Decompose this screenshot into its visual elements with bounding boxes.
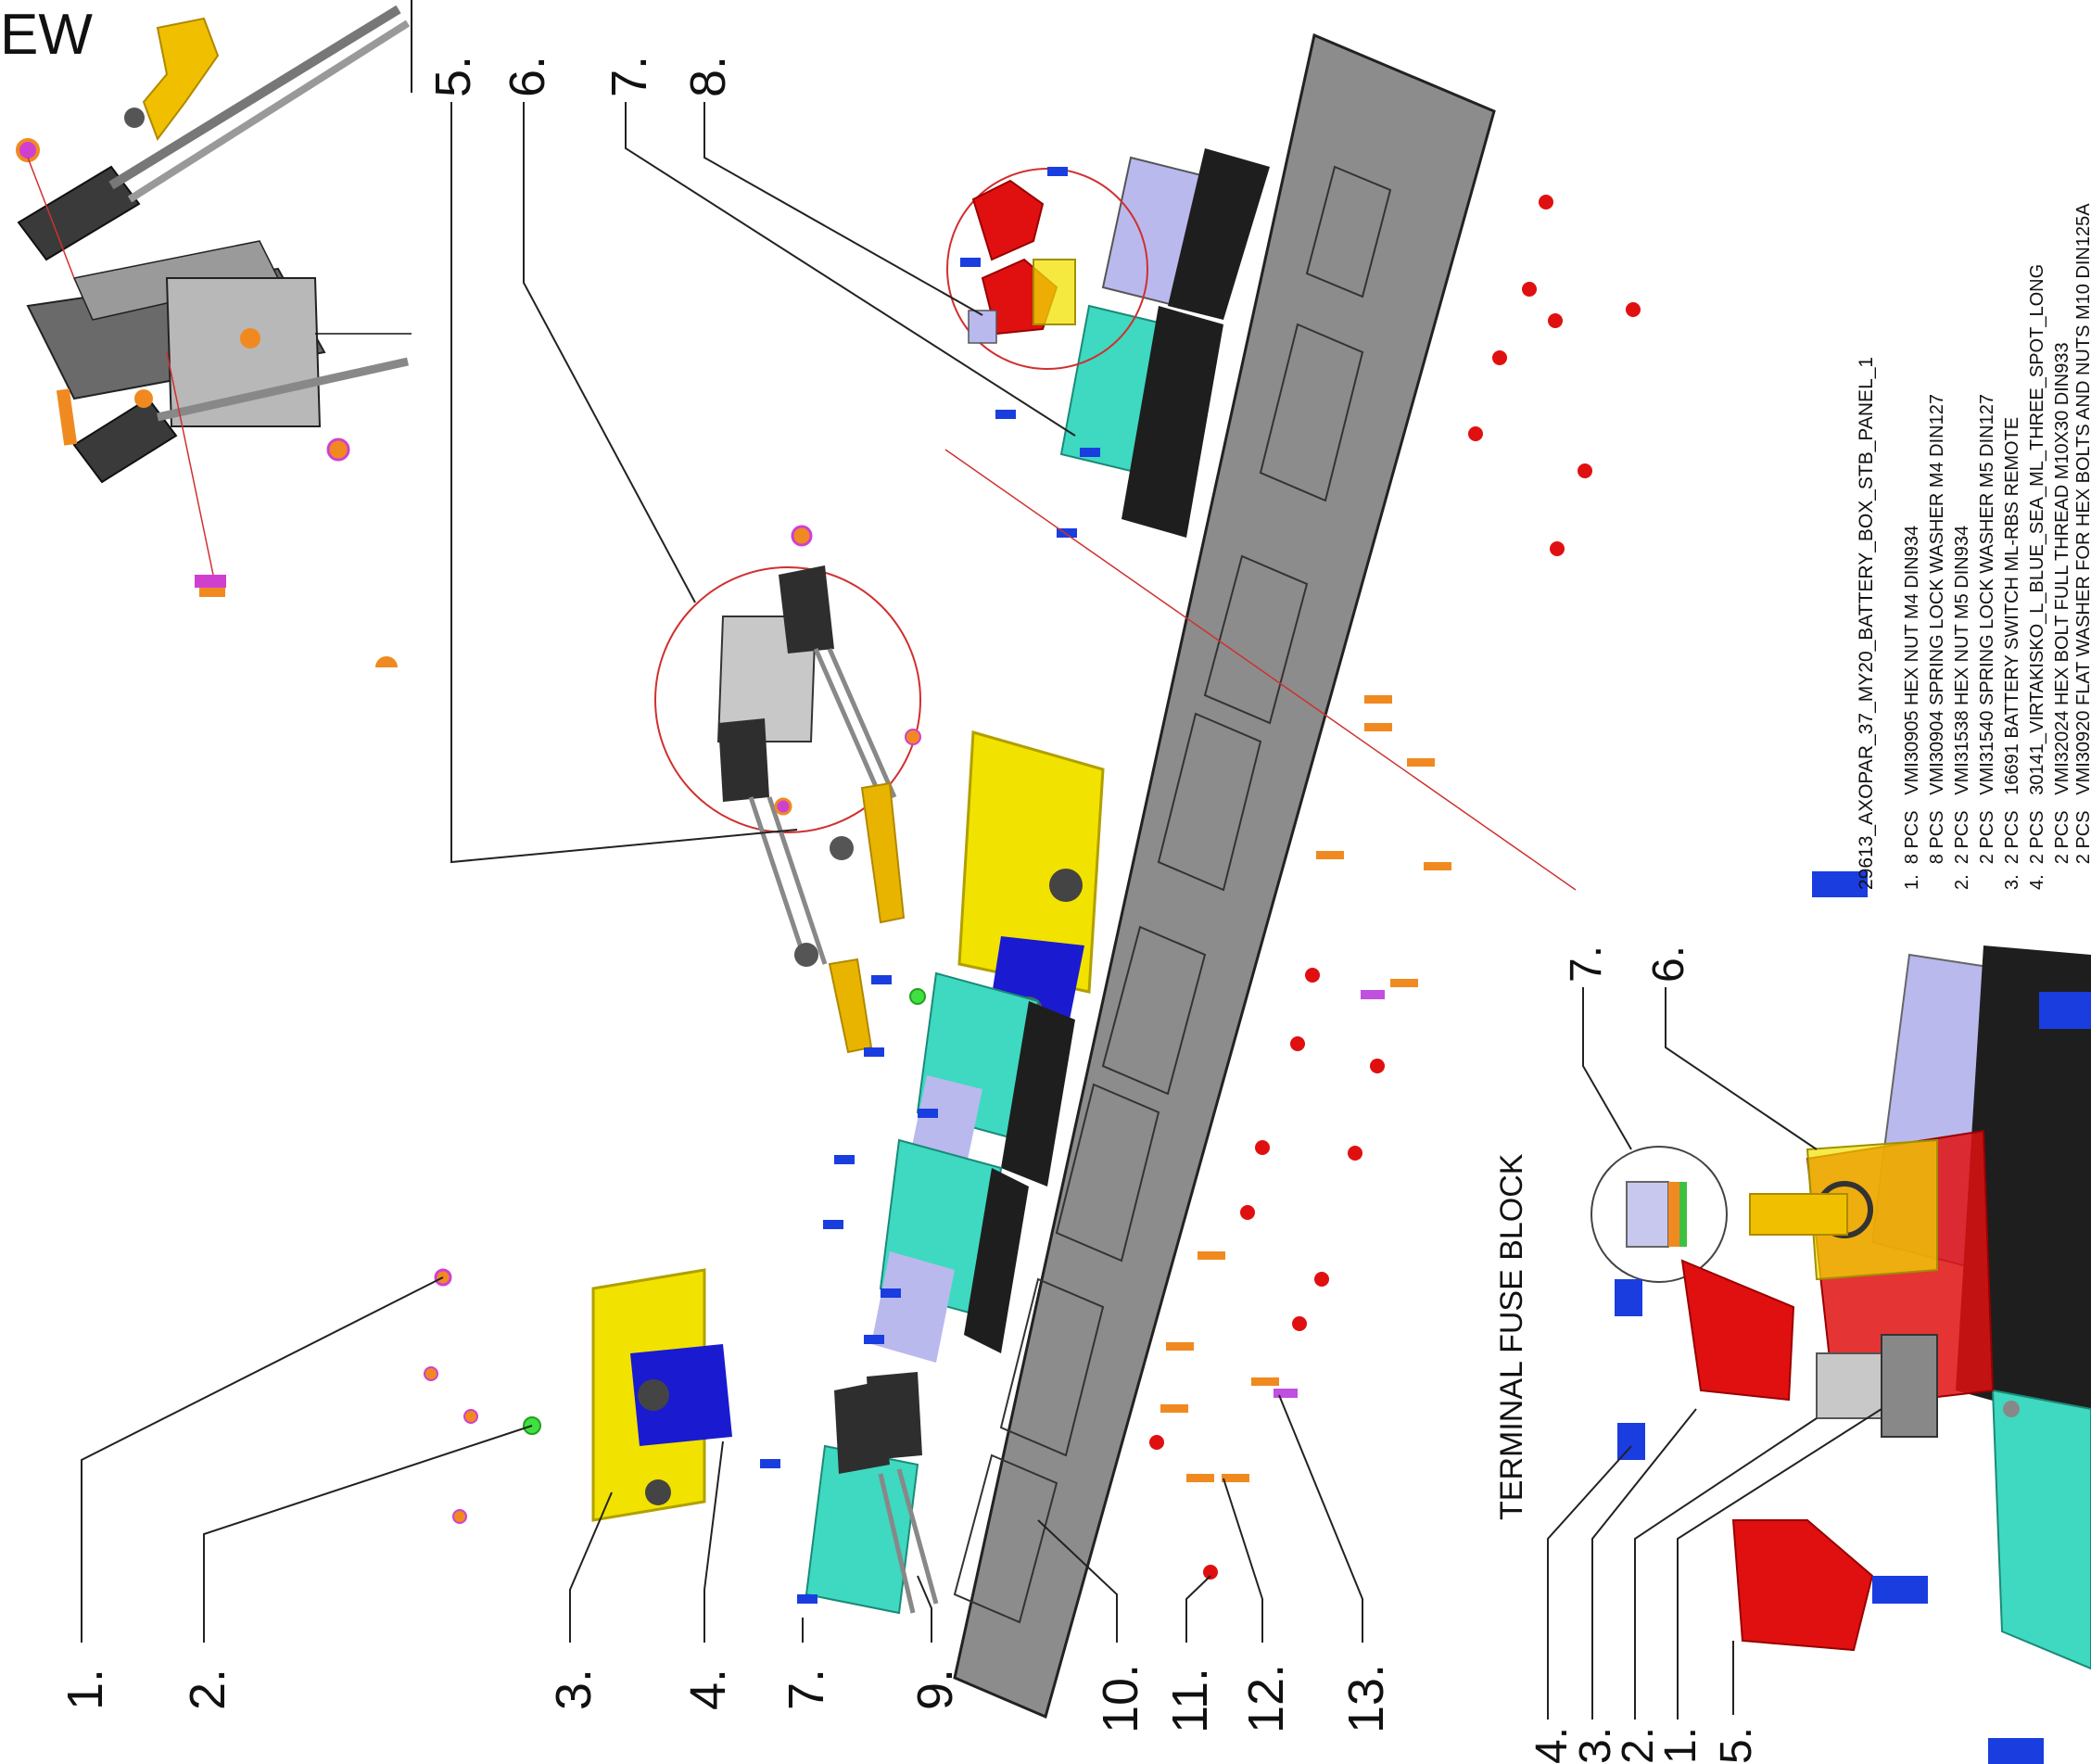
parts-line-6: 4. 2 PCS 30141_VIRTAKISKO_L_BLUE_SEA_ML_… — [2027, 264, 2047, 890]
parts-list-title: 29613_AXOPAR_37_MY20_BATTERY_BOX_STB_PAN… — [1856, 357, 1877, 890]
callout-13: 13. — [1338, 1664, 1394, 1733]
hardware-scatter — [424, 167, 1641, 1604]
detail-callout-3: 3. — [1571, 1727, 1620, 1764]
parts-line-7: 2 PCS VMI32024 HEX BOLT FULL THREAD M10X… — [2052, 342, 2072, 890]
connector-bracket-cluster — [654, 525, 921, 965]
parts-line-4: 2 PCS VMI31540 SPRING LOCK WASHER M5 DIN… — [1977, 394, 1997, 890]
callout-3: 3. — [546, 1669, 602, 1710]
callout-12: 12. — [1238, 1664, 1294, 1733]
detail-title: TERMINAL FUSE BLOCK — [1494, 1153, 1529, 1520]
detail-callout-4: 4. — [1527, 1727, 1577, 1764]
callout-1: 1. — [57, 1669, 113, 1710]
mounting-panel — [953, 32, 1496, 1720]
leader-lines — [81, 102, 1577, 1643]
callout-10: 10. — [1093, 1664, 1148, 1733]
battery-switch-lower — [591, 1268, 732, 1522]
terminal-fuse-block-detail: TERMINAL FUSE BLOCK 4. — [1494, 871, 2091, 1764]
parts-line-1: 1. 8 PCS VMI30905 HEX NUT M4 DIN934 — [1902, 526, 1922, 890]
detail-callout-1: 1. — [1656, 1727, 1705, 1764]
detail-callout-2: 2. — [1614, 1727, 1663, 1764]
parts-list: 29613_AXOPAR_37_MY20_BATTERY_BOX_STB_PAN… — [1856, 203, 2091, 890]
lower-connector — [834, 1372, 939, 1614]
callout-4: 4. — [680, 1669, 736, 1710]
upper-detail-inset — [16, 0, 412, 667]
detail-callout-6: 6. — [1644, 945, 1693, 983]
parts-line-8: 2 PCS VMI30920 FLAT WASHER FOR HEX BOLTS… — [2073, 203, 2091, 890]
callout-5-top: 5. — [425, 56, 481, 97]
gold-brackets — [794, 781, 906, 1054]
fuse-blocks — [805, 971, 1075, 1615]
callout-7: 7. — [779, 1669, 834, 1710]
parts-line-3: 2. 2 PCS VMI31538 HEX NUT M5 DIN934 — [1952, 526, 1972, 890]
callout-6-top: 6. — [500, 56, 555, 97]
parts-line-2: 8 PCS VMI30904 SPRING LOCK WASHER M4 DIN… — [1927, 394, 1947, 890]
parts-line-5: 3. 2 PCS 16691 BATTERY SWITCH ML-RBS REM… — [2002, 417, 2022, 890]
callout-11: 11. — [1162, 1668, 1218, 1733]
view-label: EW — [0, 3, 93, 67]
callouts-left: 1. 2. 3. 4. 7. 9. 10. 11. 12. 13. — [57, 1664, 1394, 1733]
detail-callout-7: 7. — [1562, 945, 1611, 983]
callout-8-top: 8. — [680, 56, 736, 97]
detail-callout-5: 5. — [1712, 1727, 1761, 1764]
remote-switch-cluster — [946, 148, 1270, 538]
callout-9: 9. — [907, 1669, 963, 1710]
callout-2: 2. — [180, 1669, 235, 1710]
callout-7-top: 7. — [602, 56, 657, 97]
callouts-top: 5. 6. 7. 8. — [425, 56, 736, 97]
